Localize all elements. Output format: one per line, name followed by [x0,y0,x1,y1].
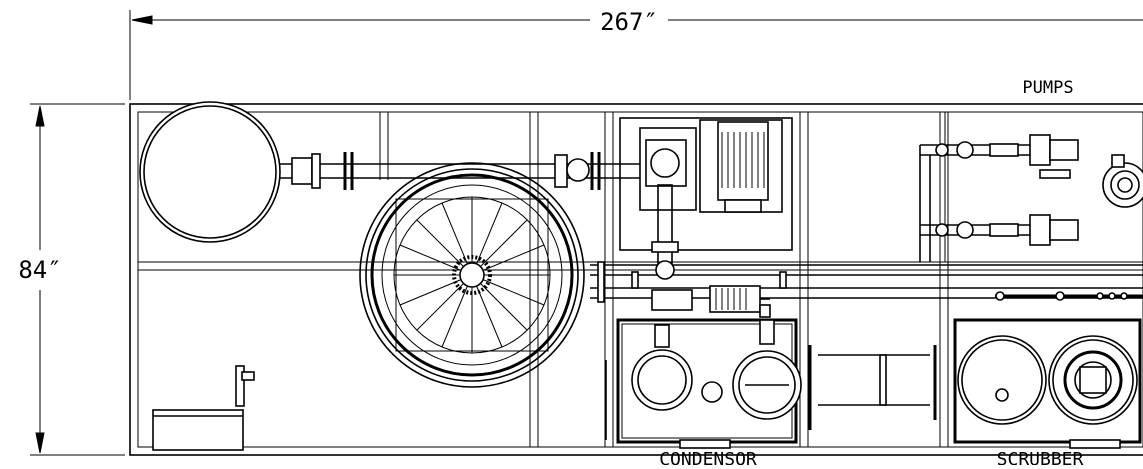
width-label: 267″ [600,8,658,36]
transfer-pipe [818,345,937,420]
pumps [919,134,1143,262]
drain-line [995,291,1143,301]
top-pipe [280,152,640,190]
middle-piping [590,241,1143,318]
condensor-label: CONDENSOR [659,449,757,465]
condensor [605,318,812,449]
width-dimension: 267″ [129,8,1143,100]
height-dimension: 84″ [18,103,125,456]
tank [139,101,281,243]
height-label: 84″ [18,256,61,284]
compressor-motor [619,117,793,276]
scrubber-label: SCRUBBER [997,449,1084,465]
scrubber [953,318,1142,449]
fan [359,162,585,388]
pumps-label: PUMPS [1022,78,1073,98]
control-box [152,365,255,451]
skid-frame [129,103,1143,456]
